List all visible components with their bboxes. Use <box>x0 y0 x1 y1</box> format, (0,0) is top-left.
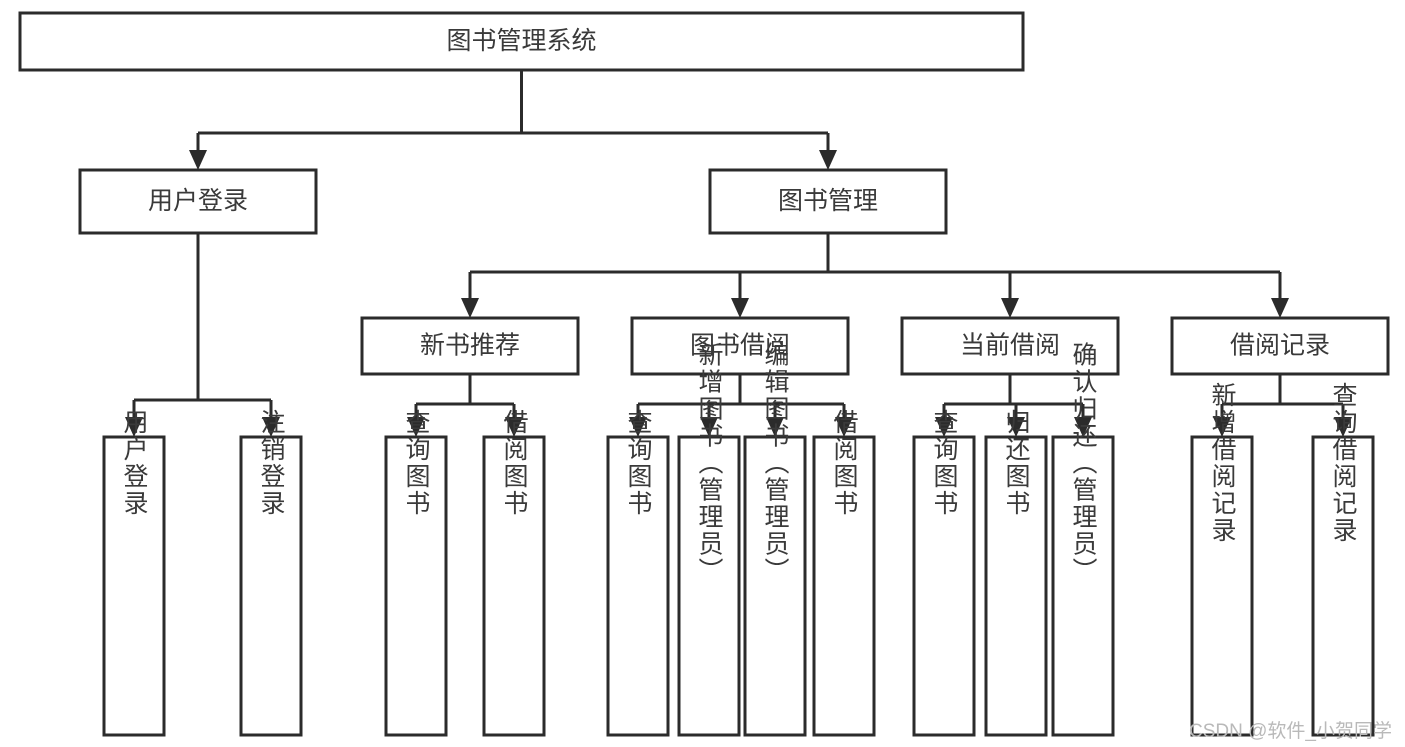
leaf-node[interactable]: 确认归还（管理员） <box>1051 342 1115 737</box>
leaf-label: 确认归还（管理员） <box>1069 342 1098 585</box>
leaf-node[interactable]: 借阅图书 <box>482 409 546 737</box>
tier3-label: 图书借阅 <box>690 332 790 360</box>
tier3-label: 新书推荐 <box>420 332 520 360</box>
leaf-label: 编辑图书（管理员） <box>761 342 790 585</box>
leaf-label: 查询图书 <box>930 409 959 517</box>
leaf-node[interactable]: 编辑图书（管理员） <box>743 342 807 737</box>
diagram-nodes: 图书管理系统用户登录图书管理新书推荐图书借阅当前借阅借阅记录用户登录注销登录查询… <box>18 11 1390 737</box>
tier2-node[interactable]: 图书管理 <box>708 168 948 235</box>
tier2-node[interactable]: 用户登录 <box>78 168 318 235</box>
tier3-node[interactable]: 借阅记录 <box>1170 316 1390 376</box>
root-node[interactable]: 图书管理系统 <box>18 11 1025 72</box>
tier3-node[interactable]: 新书推荐 <box>360 316 580 376</box>
leaf-label: 借阅图书 <box>500 409 529 517</box>
leaf-label: 新增借阅记录 <box>1208 382 1237 544</box>
leaf-label: 归还图书 <box>1002 409 1031 517</box>
leaf-node[interactable]: 新增图书（管理员） <box>677 342 741 737</box>
leaf-node[interactable]: 查询图书 <box>606 409 670 737</box>
leaf-node[interactable]: 查询借阅记录 <box>1311 382 1375 737</box>
tier3-label: 当前借阅 <box>960 332 1060 360</box>
leaf-label: 注销登录 <box>257 409 286 517</box>
tier3-node[interactable]: 图书借阅 <box>630 316 850 376</box>
leaf-label: 借阅图书 <box>830 409 859 517</box>
leaf-label: 新增图书（管理员） <box>695 342 724 585</box>
leaf-node[interactable]: 注销登录 <box>239 409 303 737</box>
tier3-label: 借阅记录 <box>1230 332 1330 360</box>
leaf-node[interactable]: 查询图书 <box>384 409 448 737</box>
leaf-node[interactable]: 归还图书 <box>984 409 1048 737</box>
tier3-node[interactable]: 当前借阅 <box>900 316 1120 376</box>
leaf-node[interactable]: 用户登录 <box>102 409 166 737</box>
tier2-label: 用户登录 <box>148 187 248 215</box>
connector-edges <box>125 70 1352 437</box>
leaf-label: 查询图书 <box>624 409 653 517</box>
leaf-node[interactable]: 查询图书 <box>912 409 976 737</box>
leaf-node[interactable]: 新增借阅记录 <box>1190 382 1254 737</box>
tier2-label: 图书管理 <box>778 187 878 215</box>
leaf-label: 查询图书 <box>402 409 431 517</box>
leaf-node[interactable]: 借阅图书 <box>812 409 876 737</box>
root-label: 图书管理系统 <box>446 27 596 55</box>
leaf-label: 用户登录 <box>120 409 149 517</box>
leaf-label: 查询借阅记录 <box>1329 382 1358 544</box>
